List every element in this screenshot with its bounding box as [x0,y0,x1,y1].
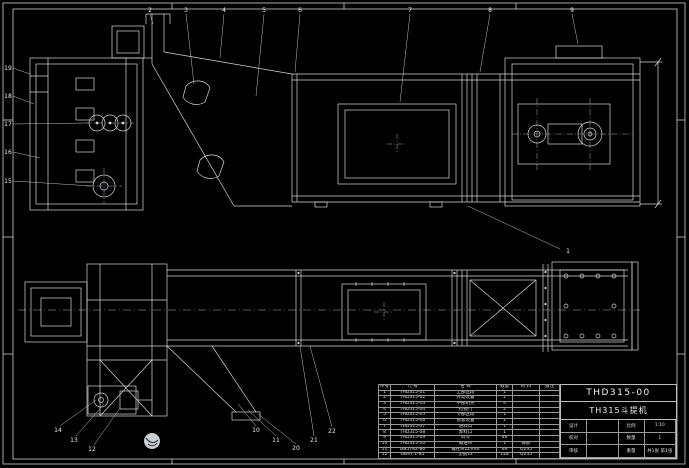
feed-chute [143,13,293,207]
field-design-label: 设计 [561,420,587,433]
center-cover-plan [341,282,427,342]
boot-motor [87,385,152,415]
callout-number: 21 [310,437,318,444]
centerlines [86,122,134,204]
callout-number: 10 [252,427,260,434]
bom-cell-qty: 128 [496,452,513,459]
bom-cell-code: GB97.1-85 [390,452,435,459]
callout-number: 8 [488,7,492,14]
bom-row: 4 THD315-04 检视门 2 [378,406,560,414]
drawing-number: THD315-00 [561,385,676,402]
callout-number: 14 [54,427,62,434]
callout-number: 6 [298,7,302,14]
elevation-view [29,13,662,211]
title-block: THD315-00 TH315斗提机 设计 比例 1:10 校对 数量 1 审核… [560,384,677,459]
field-weight-label: 重量 [618,445,645,458]
casing-elevation [291,73,640,208]
inspection-door [337,103,457,185]
bom-cell-no: 12 [378,452,391,459]
bom-header-no: 序号 [378,384,391,391]
callout-number: 3 [184,7,188,14]
callout-number: 5 [262,7,266,14]
tail-takeup-plan [24,281,88,343]
bom-cell-name: 垫圈12 [434,452,497,459]
field-check-value [587,432,619,446]
callout-number: 15 [4,178,12,185]
field-qty-label: 数量 [618,432,645,446]
callout-number: 17 [4,121,12,128]
casing-plan [167,269,628,347]
product-name: TH315斗提机 [561,402,676,420]
callout-number: 4 [222,7,226,14]
callout-number: 11 [272,437,280,444]
discharge-funnel-plan [166,345,261,421]
field-sheet-value: 共1张 第1张 [644,445,676,458]
bom-body: 1 THD315-01 上部区段 1 2 THD315-02 传动装置 1 [378,389,560,459]
flange-bolt-dots [95,121,547,345]
title-block-fields: 设计 比例 1:10 校对 数量 1 审核 重量 共1张 第1张 [561,420,676,458]
callout-number: 20 [292,445,300,452]
bom-cell-mat: Q235 [512,452,540,459]
field-design-value [587,420,619,433]
callout-numbers: 2 3 4 5 6 7 8 9 19 18 17 16 15 1 14 13 1… [4,7,574,453]
bucket-shape [182,80,211,105]
callout-number: 9 [570,7,574,14]
field-scale-label: 比例 [618,420,645,433]
bucket-shape [196,154,225,179]
ink-stamp [144,433,160,449]
field-check-label: 校对 [561,432,587,446]
callout-number: 16 [4,149,12,156]
field-qty-value: 1 [644,432,676,446]
callout-number: 1 [566,248,570,255]
callout-number: 12 [88,446,96,453]
drive-section-elevation [499,45,641,207]
bom-table: 序号 代 号 名 称 数量 材 料 备注 1 THD315-01 上部区段 1 [378,384,560,459]
head-section [29,25,145,211]
drive-section-plan [469,261,639,352]
bom-cell-remark [539,452,560,459]
bom-and-title-block: 序号 代 号 名 称 数量 材 料 备注 1 THD315-01 上部区段 1 [378,384,677,459]
bom-header-row: 序号 代 号 名 称 数量 材 料 备注 [378,384,560,391]
field-review-value [587,445,619,458]
callout-number: 2 [148,7,152,14]
callout-leaders [12,13,579,446]
boot-section-plan [86,263,168,417]
callout-number: 7 [408,7,412,14]
callout-number: 22 [328,428,336,435]
field-review-label: 审核 [561,445,587,458]
bom-row: 12 GB97.1-85 垫圈12 128 Q235 [378,452,560,459]
field-scale-value: 1:10 [644,420,676,433]
dimension-line-right [640,57,662,209]
callout-number: 18 [4,93,12,100]
callout-number: 13 [70,437,78,444]
plan-view [18,121,640,421]
bom-row: 6 THD315-06 张紧装置 1 [378,418,560,425]
callout-number: 19 [4,65,12,72]
